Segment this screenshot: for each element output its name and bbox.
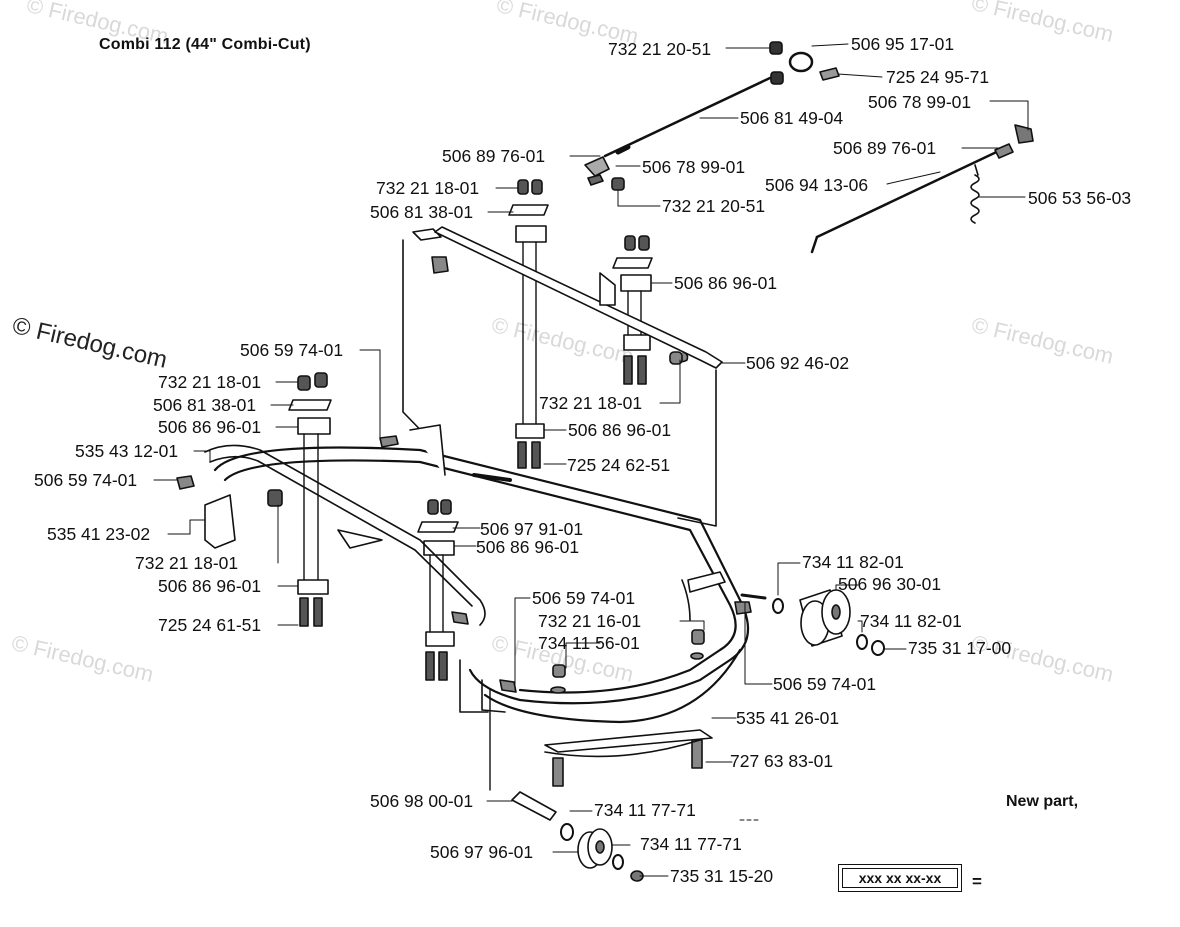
part-label: 732 21 18-01	[135, 553, 239, 573]
part-label: 725 24 62-51	[567, 455, 671, 475]
part-label: 535 41 26-01	[736, 708, 840, 728]
part-label: 506 81 38-01	[153, 395, 257, 415]
front-bar	[204, 444, 486, 626]
part-label: 735 31 17-00	[908, 638, 1012, 658]
part-label: 506 94 13-06	[765, 175, 869, 195]
part-label: 506 86 96-01	[476, 537, 580, 557]
bolt-stacks	[288, 179, 653, 681]
part-label: 506 98 00-01	[370, 791, 474, 811]
roller-wheel	[772, 589, 885, 656]
legend-equals: =	[972, 872, 982, 891]
part-label: 506 89 76-01	[442, 146, 546, 166]
part-label: 734 11 82-01	[860, 611, 962, 631]
part-label: 535 41 23-02	[47, 524, 151, 544]
diagram-title: Combi 112 (44" Combi-Cut)	[99, 36, 311, 53]
legend-box: xxx xx xx-xx	[838, 864, 962, 892]
part-label: 734 11 77-71	[640, 834, 742, 854]
part-label: 506 86 96-01	[158, 417, 262, 437]
part-label: 506 96 30-01	[838, 574, 942, 594]
part-label: 506 81 49-04	[740, 108, 844, 128]
part-label: 506 59 74-01	[240, 340, 344, 360]
part-label: 735 31 15-20	[670, 866, 774, 886]
part-label: 506 86 96-01	[158, 576, 262, 596]
part-label: 734 11 77-71	[594, 800, 696, 820]
part-label: 732 21 18-01	[376, 178, 480, 198]
part-label: 506 97 96-01	[430, 842, 534, 862]
new-part-label: New part,	[1006, 793, 1079, 810]
part-label: 506 95 17-01	[851, 34, 955, 54]
part-label: 732 21 18-01	[158, 372, 262, 392]
part-label: 506 78 99-01	[868, 92, 972, 112]
part-label: 506 78 99-01	[642, 157, 746, 177]
part-label: 734 11 56-01	[538, 633, 640, 653]
part-label: 727 63 83-01	[730, 751, 834, 771]
part-label: 506 92 46-02	[746, 353, 850, 373]
part-label: 725 24 95-71	[886, 67, 990, 87]
part-label: 732 21 20-51	[662, 196, 766, 216]
lower-frame	[213, 424, 767, 724]
part-label: 734 11 82-01	[802, 552, 904, 572]
part-label: 506 97 91-01	[480, 519, 584, 539]
part-label: 506 86 96-01	[568, 420, 672, 440]
upper-arm	[402, 226, 723, 527]
leader-lines	[153, 43, 1029, 877]
bottom-wheel	[489, 689, 644, 882]
part-label: 506 59 74-01	[773, 674, 877, 694]
part-label: 732 21 16-01	[538, 611, 642, 631]
part-label: 506 59 74-01	[34, 470, 138, 490]
lower-bracket	[544, 729, 713, 758]
small-bolts	[176, 256, 752, 787]
part-label: 732 21 18-01	[539, 393, 643, 413]
part-label: 506 89 76-01	[833, 138, 937, 158]
part-label: 506 86 96-01	[674, 273, 778, 293]
part-label: 725 24 61-51	[158, 615, 262, 635]
legend-code: xxx xx xx-xx	[842, 868, 958, 888]
part-label: 506 59 74-01	[532, 588, 636, 608]
part-label: 732 21 20-51	[608, 39, 712, 59]
part-label: 506 81 38-01	[370, 202, 474, 222]
part-label: 506 53 56-03	[1028, 188, 1132, 208]
part-label: 535 43 12-01	[75, 441, 179, 461]
